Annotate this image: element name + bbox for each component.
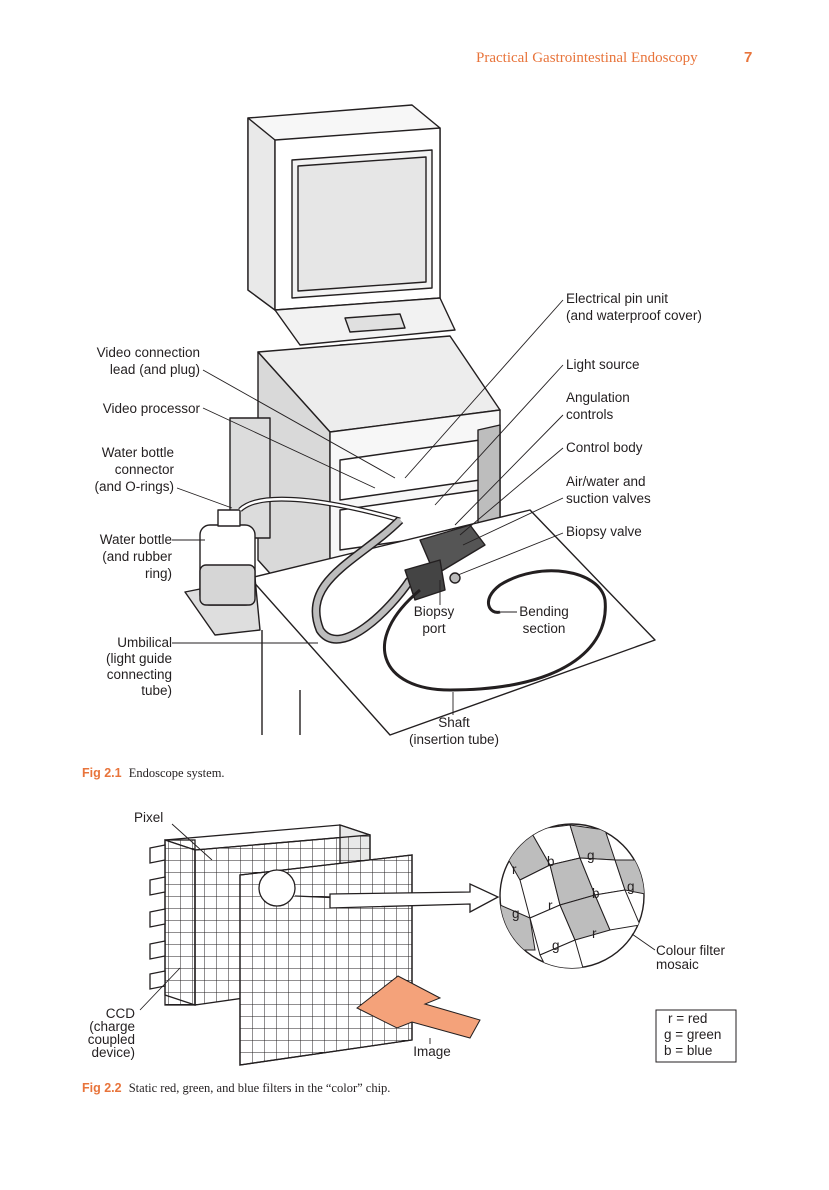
svg-text:Electrical pin unit(and waterp: Electrical pin unit (and waterproof cover… <box>566 291 702 323</box>
mosaic-cell-g4: g <box>552 938 560 953</box>
mosaic-cell-r2: r <box>548 898 553 913</box>
label-umbilical-4: tube) <box>141 683 172 698</box>
svg-text:Shaft(insertion tube): Shaft (insertion tube) <box>409 715 499 747</box>
water-bottle-illustration <box>199 509 256 606</box>
label-umbilical-3: connecting <box>107 667 172 682</box>
page-number: 7 <box>744 49 753 66</box>
legend-red: r = red <box>668 1011 707 1026</box>
mosaic-cell-g2: g <box>627 879 635 894</box>
label-light-source: Light source <box>566 357 640 372</box>
running-header-title: Practical Gastrointestinal Endoscopy <box>476 50 698 66</box>
label-umbilical-2: (light guide <box>106 651 172 666</box>
label-shaft-1: Shaft <box>438 715 470 730</box>
control-body-illustration <box>404 524 486 601</box>
label-pixel: Pixel <box>134 810 163 825</box>
label-umbilical-1: Umbilical <box>117 635 172 650</box>
label-valves-1: Air/water and <box>566 474 646 489</box>
figure2-caption: Fig 2.2 Static red, green, and blue filt… <box>82 1081 390 1096</box>
label-biopsy-port-1: Biopsy <box>414 604 455 619</box>
ccd-figure: r b g r b g g r g r Pixel CCD(chargecoup… <box>88 810 737 1066</box>
label-image: Image <box>413 1044 451 1059</box>
mosaic-cell-g1: g <box>587 848 595 863</box>
label-shaft-2: (insertion tube) <box>409 732 499 747</box>
label-bending-1: Bending <box>519 604 569 619</box>
ccd-chip-illustration <box>149 824 413 1066</box>
label-angulation-2: controls <box>566 407 614 422</box>
label-ccd-2: (charge <box>89 1019 135 1034</box>
insertion-tube-shaft <box>382 569 607 692</box>
mosaic-cell-b1: b <box>547 854 555 869</box>
mosaic-cell-b2: b <box>592 886 600 901</box>
colour-filter-mosaic: r b g r b g g r g r <box>499 823 645 969</box>
figure2-caption-text: Static red, green, and blue filters in t… <box>128 1081 391 1095</box>
label-biopsy-valve: Biopsy valve <box>566 524 642 539</box>
mosaic-cell-r4: r <box>592 926 597 941</box>
label-mosaic-2: mosaic <box>656 957 699 972</box>
label-water-bottle-3: ring) <box>145 566 172 581</box>
label-water-connector-2: connector <box>115 462 175 477</box>
fig1-labels: Video connection lead (and plug) Video pr… <box>94 291 701 747</box>
color-legend-box: r = red g = green b = blue <box>655 1009 737 1063</box>
monitor-illustration <box>247 104 456 376</box>
legend-blue: b = blue <box>664 1043 712 1058</box>
label-video-lead-1: Video connection <box>97 345 200 360</box>
mosaic-cell-r1: r <box>512 862 517 877</box>
figure1-caption: Fig 2.1 Endoscope system. <box>82 766 225 781</box>
mosaic-cell-g3: g <box>512 906 520 921</box>
label-video-processor: Video processor <box>103 401 201 416</box>
label-water-bottle-1: Water bottle <box>100 532 172 547</box>
endoscope-figure: Video connection lead (and plug) Video pr… <box>94 104 702 747</box>
label-water-bottle-2: (and rubber <box>102 549 172 564</box>
label-mosaic-1: Colour filter <box>656 943 726 958</box>
label-video-lead-2: lead (and plug) <box>110 362 200 377</box>
label-control-body: Control body <box>566 440 643 455</box>
label-pin-unit-2: (and waterproof cover) <box>566 308 702 323</box>
label-water-connector-3: (and O-rings) <box>94 479 174 494</box>
figure1-caption-number: Fig 2.1 <box>82 766 122 780</box>
image-arrow <box>356 975 481 1039</box>
figure2-caption-number: Fig 2.2 <box>82 1081 122 1095</box>
figure1-caption-text: Endoscope system. <box>128 766 225 780</box>
label-ccd-1: CCD <box>106 1006 135 1021</box>
label-angulation-1: Angulation <box>566 390 630 405</box>
label-biopsy-port-2: port <box>422 621 446 636</box>
label-pin-unit-1: Electrical pin unit <box>566 291 668 306</box>
label-bending-2: section <box>523 621 566 636</box>
label-ccd-4: device) <box>91 1045 135 1060</box>
label-ccd-3: coupled <box>88 1032 135 1047</box>
label-water-connector-1: Water bottle <box>102 445 174 460</box>
label-valves-2: suction valves <box>566 491 651 506</box>
legend-green: g = green <box>664 1027 721 1042</box>
